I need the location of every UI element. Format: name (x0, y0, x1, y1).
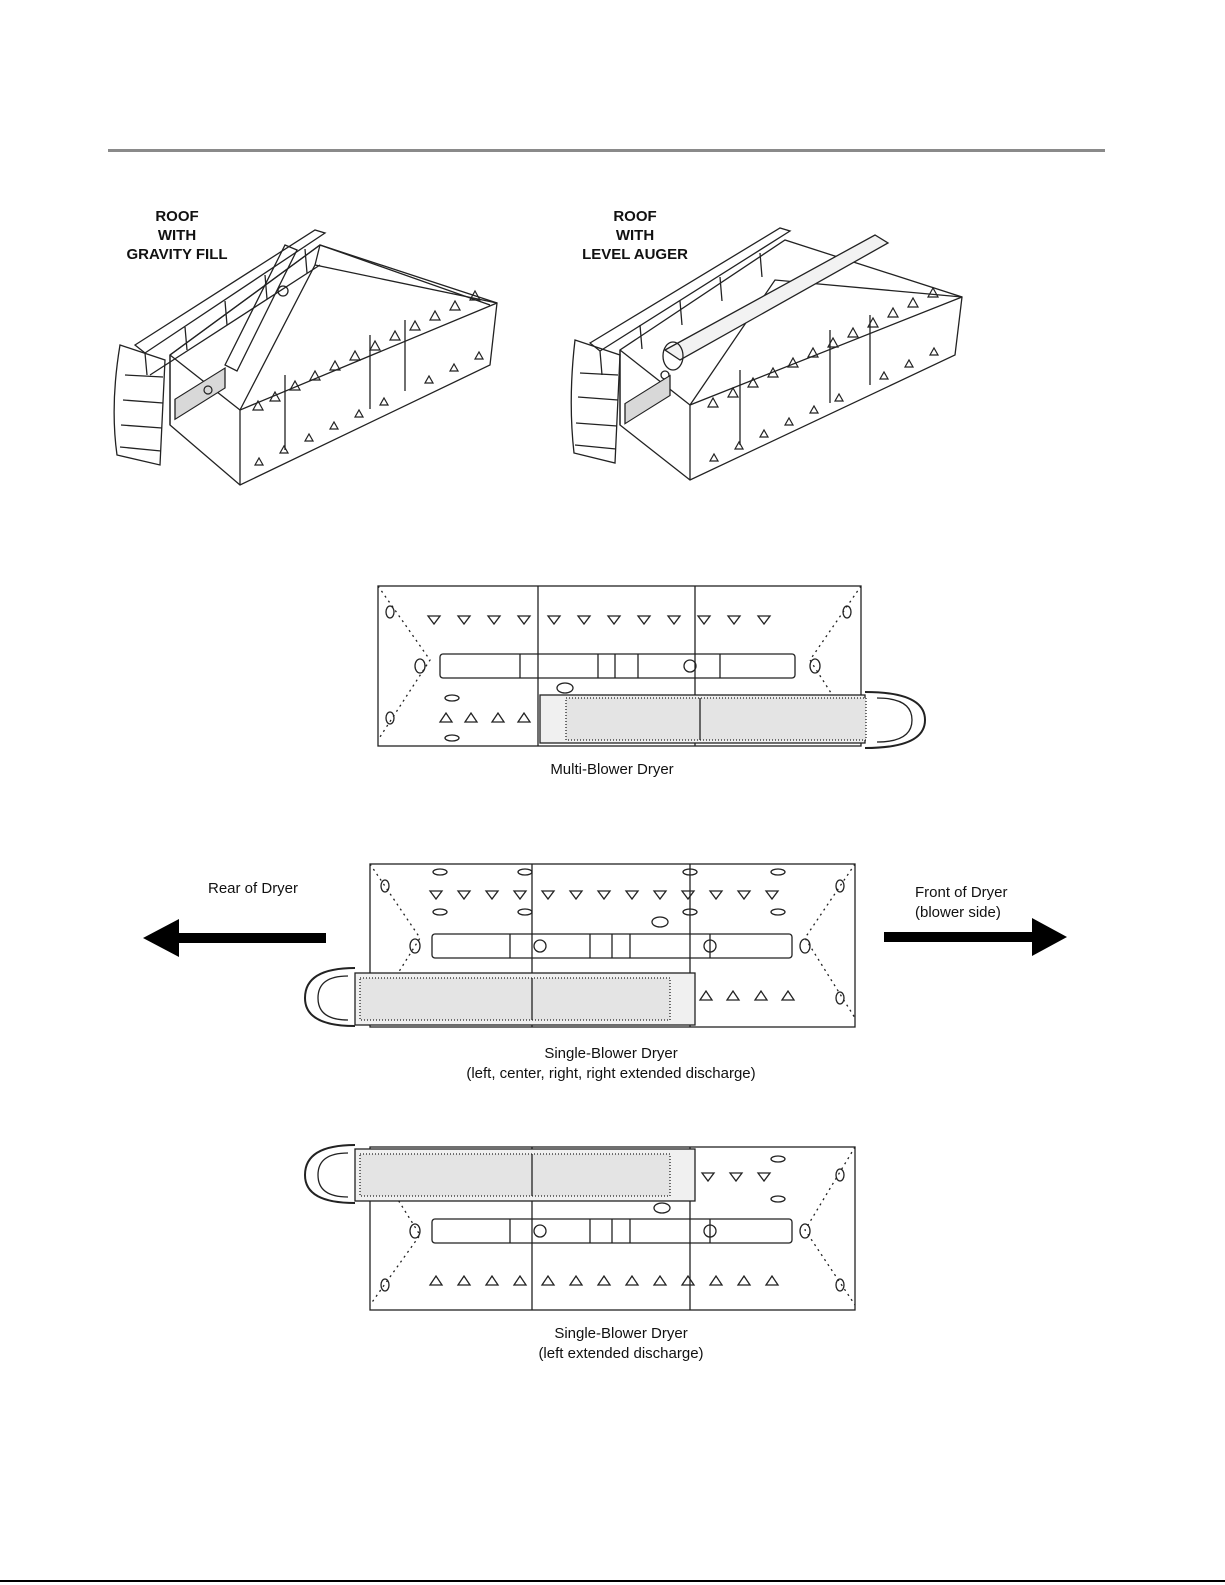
single-blower-caption-title: Single-Blower Dryer (511, 1044, 711, 1064)
front-of-dryer-label: Front of Dryer (915, 883, 1008, 903)
single-blower-plan-drawing (300, 858, 865, 1033)
footer-rule (0, 1580, 1225, 1582)
front-arrow-icon (884, 917, 1069, 957)
header-rule (108, 149, 1105, 152)
rear-of-dryer-label: Rear of Dryer (208, 879, 298, 899)
single-blower-caption-subtitle: (left, center, right, right extended dis… (431, 1064, 791, 1084)
multi-blower-plan-drawing (370, 580, 930, 755)
roof-gravity-fill-drawing (105, 225, 505, 490)
single-blower-left-extended-plan-drawing (300, 1135, 865, 1315)
multi-blower-caption: Multi-Blower Dryer (512, 760, 712, 780)
single-blower-left-extended-caption-title: Single-Blower Dryer (521, 1324, 721, 1344)
single-blower-left-extended-caption-subtitle: (left extended discharge) (491, 1344, 751, 1364)
roof-level-auger-drawing (570, 225, 970, 490)
